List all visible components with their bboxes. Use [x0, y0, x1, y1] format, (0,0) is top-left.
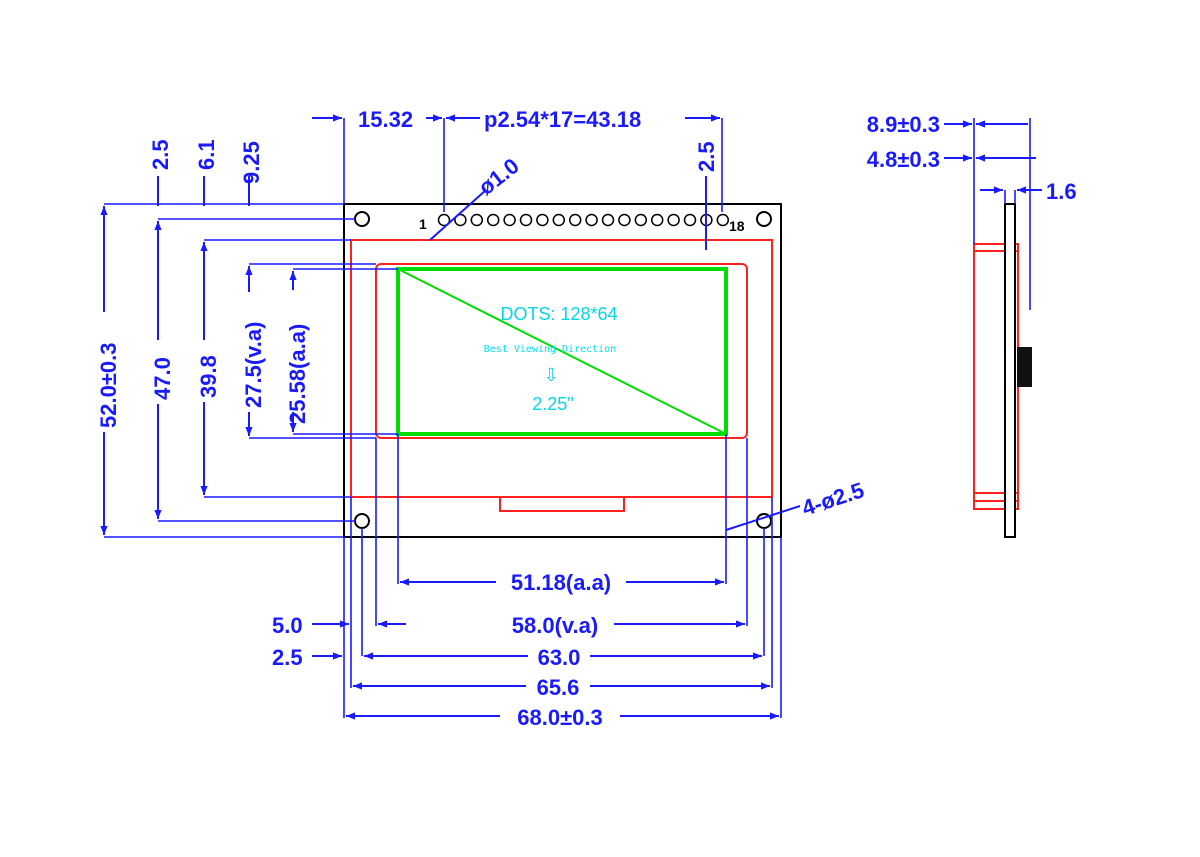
pin-1-label: 1	[419, 216, 427, 232]
dim-hole-offset: 2.5	[272, 645, 303, 670]
dots-note: DOTS: 128*64	[500, 304, 617, 324]
side-pcb	[1004, 203, 1016, 538]
down-arrow-icon: ⇩	[543, 365, 558, 385]
dim-va-height: 27.5(v.a)	[241, 322, 266, 408]
dim-top-left-offset: 15.32	[358, 107, 413, 132]
dim-left-6-1: 6.1	[194, 139, 219, 170]
side-connector	[1017, 347, 1032, 387]
dim-aa-width: 51.18(a.a)	[511, 570, 611, 595]
pin-hole-dia: ø1.0	[474, 153, 524, 200]
dim-left-2-5: 2.5	[148, 139, 173, 170]
dim-hole-pitch-width: 63.0	[538, 645, 581, 670]
pin-row	[437, 213, 730, 227]
dim-overall-width: 68.0±0.3	[517, 705, 602, 730]
dim-va-offset: 5.0	[272, 613, 303, 638]
dim-overall-height: 52.0±0.3	[96, 343, 121, 428]
active-area-diagonal	[397, 268, 727, 435]
dim-pcb-thickness: 1.6	[1046, 179, 1077, 204]
dim-bezel-width: 65.6	[537, 675, 580, 700]
bezel-outline	[350, 239, 773, 498]
dim-total-thickness: 8.9±0.3	[867, 112, 940, 137]
viewing-area-outline	[375, 263, 748, 439]
mount-hole-tr	[756, 211, 772, 227]
dim-bezel-height: 39.8	[196, 355, 221, 398]
mount-hole-tl	[354, 211, 370, 227]
dim-aa-height: 25.58(a.a)	[285, 324, 310, 424]
viewing-direction-note: Best Viewing Direction	[484, 344, 616, 355]
dim-va-width: 58.0(v.a)	[512, 613, 598, 638]
pcb-outline	[343, 203, 782, 538]
bezel-tab	[499, 497, 625, 512]
dim-pin-pitch: p2.54*17=43.18	[484, 107, 641, 132]
dim-hole-pitch-height: 47.0	[150, 357, 175, 400]
mount-hole-bl	[354, 513, 370, 529]
dim-top-right-offset: 2.5	[694, 141, 719, 172]
dim-module-thickness: 4.8±0.3	[867, 147, 940, 172]
active-area	[396, 267, 728, 436]
pin-18-label: 18	[729, 218, 745, 234]
diagonal-size-note: 2.25"	[532, 394, 573, 414]
dim-left-9-25: 9.25	[239, 141, 264, 184]
mount-hole-dia: 4-ø2.5	[799, 477, 867, 520]
